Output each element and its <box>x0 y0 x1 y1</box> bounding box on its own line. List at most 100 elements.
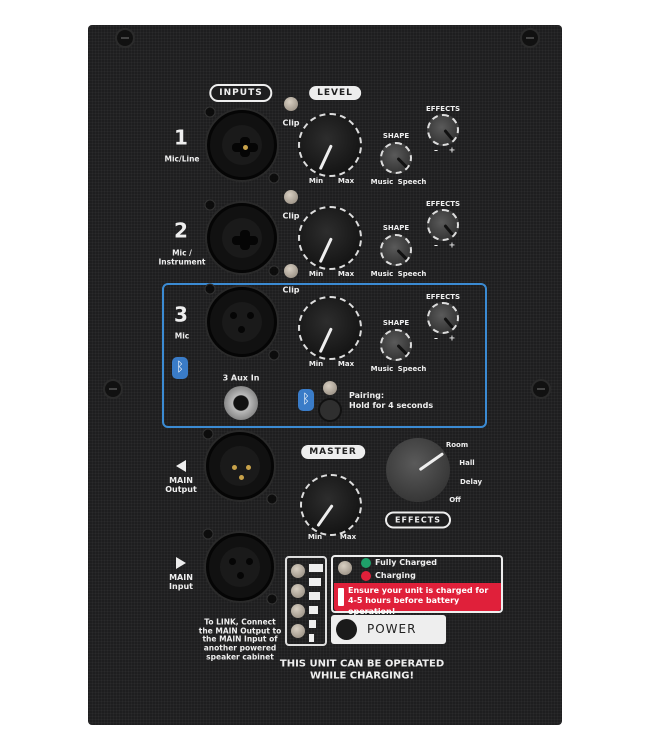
screw <box>268 265 280 277</box>
aux-in-label: 3 Aux In <box>222 373 260 383</box>
plus-label: + <box>448 145 456 155</box>
effect-delay: Delay <box>459 477 483 486</box>
channel-2-effects-knob[interactable] <box>427 209 459 241</box>
effects-label: EFFECTS <box>425 104 461 113</box>
music-label: Music <box>370 177 394 186</box>
battery-icon <box>338 588 344 606</box>
shape-label: SHAPE <box>382 223 410 232</box>
fully-charged-dot <box>361 558 371 568</box>
bluetooth-channel-box <box>162 283 487 428</box>
channel-number: 1 <box>174 125 188 150</box>
channel-3-shape-knob[interactable] <box>380 329 412 361</box>
speech-label: Speech <box>397 364 427 373</box>
channel-2-input-jack[interactable] <box>207 203 277 273</box>
shape-label: SHAPE <box>382 318 410 327</box>
screw <box>266 593 278 605</box>
effects-mode-knob[interactable] <box>386 438 450 502</box>
channel-2-shape-knob[interactable] <box>380 234 412 266</box>
effect-hall: Hall <box>459 458 475 467</box>
max-label: Max <box>337 176 355 185</box>
input-arrow-icon <box>176 557 186 569</box>
effects-label: EFFECTS <box>425 292 461 301</box>
power-button[interactable]: POWER <box>331 615 446 644</box>
min-label: Min <box>308 269 324 278</box>
screw <box>268 172 280 184</box>
charge-led <box>338 561 352 575</box>
main-input-jack[interactable] <box>206 533 274 601</box>
music-label: Music <box>370 269 394 278</box>
charging-label: Charging <box>375 571 416 580</box>
channel-1-shape-knob[interactable] <box>380 142 412 174</box>
shape-label: SHAPE <box>382 131 410 140</box>
clip-led <box>284 264 298 278</box>
clip-label: Clip <box>282 285 300 295</box>
music-label: Music <box>370 364 394 373</box>
effect-off: Off <box>449 495 461 504</box>
screw <box>202 528 214 540</box>
max-label: Max <box>337 269 355 278</box>
inputs-label: INPUTS <box>209 84 273 102</box>
bluetooth-icon: ᛒ <box>172 357 188 379</box>
channel-2-level-knob[interactable] <box>298 206 362 270</box>
pairing-line1: Pairing: <box>349 391 385 400</box>
speech-label: Speech <box>397 269 427 278</box>
main-output-jack[interactable] <box>206 432 274 500</box>
minus-label: – <box>434 145 438 155</box>
bluetooth-icon: ᛒ <box>298 389 314 411</box>
output-arrow-icon <box>176 460 186 472</box>
screw <box>103 379 123 399</box>
channel-name: Mic / Instrument <box>158 248 206 266</box>
channel-number: 3 <box>174 302 188 327</box>
max-label: Max <box>337 359 355 368</box>
channel-name: Mic <box>174 331 190 341</box>
charge-status-box <box>331 555 503 613</box>
channel-name: Mic/Line <box>164 154 200 164</box>
channel-1-level-knob[interactable] <box>298 113 362 177</box>
pairing-led <box>323 381 337 395</box>
min-label: Min <box>308 176 324 185</box>
fully-charged-label: Fully Charged <box>375 558 438 567</box>
minus-label: – <box>434 240 438 250</box>
screw <box>266 493 278 505</box>
channel-1-input-jack[interactable] <box>207 110 277 180</box>
screw <box>531 379 551 399</box>
clip-label: Clip <box>282 118 300 128</box>
minus-label: – <box>434 333 438 343</box>
effects-label: EFFECTS <box>385 511 451 529</box>
effect-room: Room <box>445 440 469 449</box>
screw <box>204 106 216 118</box>
channel-1-effects-knob[interactable] <box>427 114 459 146</box>
master-volume-knob[interactable] <box>300 474 362 536</box>
clip-label: Clip <box>282 211 300 221</box>
charging-dot <box>361 571 371 581</box>
plus-label: + <box>448 240 456 250</box>
clip-led <box>284 97 298 111</box>
pairing-text: Pairing: Hold for 4 seconds <box>349 391 433 412</box>
min-label: Min <box>308 359 324 368</box>
channel-3-input-jack[interactable] <box>207 287 277 357</box>
power-label: POWER <box>367 622 417 636</box>
screw <box>115 28 135 48</box>
aux-in-jack[interactable] <box>224 386 258 420</box>
channel-number: 2 <box>174 218 188 243</box>
min-label: Min <box>307 532 323 541</box>
screw <box>268 349 280 361</box>
plus-label: + <box>448 333 456 343</box>
screw <box>204 283 216 295</box>
speech-label: Speech <box>397 177 427 186</box>
effects-label: EFFECTS <box>425 199 461 208</box>
clip-led <box>284 190 298 204</box>
screw <box>204 199 216 211</box>
screw <box>202 428 214 440</box>
channel-3-level-knob[interactable] <box>298 296 362 360</box>
pairing-button[interactable] <box>318 398 342 422</box>
pairing-line2: Hold for 4 seconds <box>349 401 434 411</box>
max-label: Max <box>339 532 357 541</box>
channel-3-effects-knob[interactable] <box>427 302 459 334</box>
screw <box>520 28 540 48</box>
